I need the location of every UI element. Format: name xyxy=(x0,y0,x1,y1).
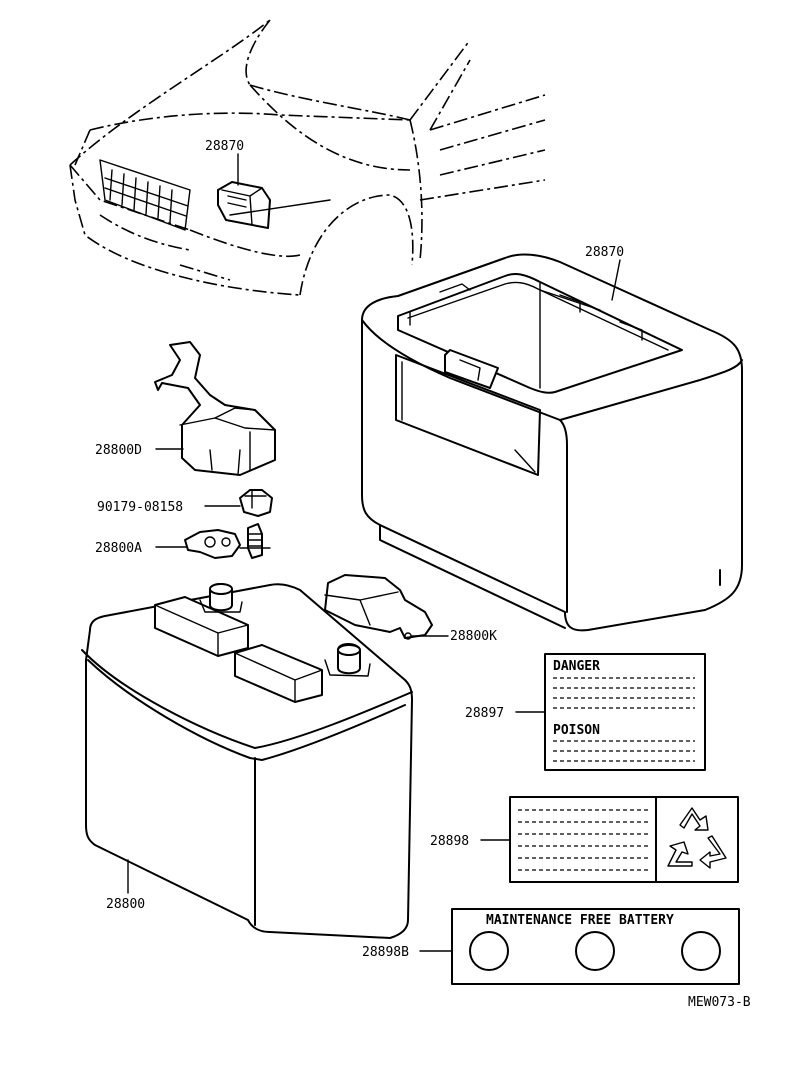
car-front-outline xyxy=(69,19,546,296)
battery-tray xyxy=(361,253,743,632)
label-recycle: 28898 xyxy=(430,834,469,849)
label-bolt: 90179-08158 xyxy=(97,500,183,515)
battery xyxy=(81,583,413,939)
label-mfb: 28898B xyxy=(362,945,409,960)
label-tray-car: 28870 xyxy=(205,139,244,154)
poison-text: POISON xyxy=(553,723,600,738)
recycle-icon xyxy=(667,807,727,869)
recycle-label xyxy=(509,796,739,883)
bolt-nut xyxy=(239,489,273,517)
label-cover-d: 28800D xyxy=(95,443,142,458)
label-cover-k: 28800K xyxy=(450,629,497,644)
terminal-clamp-a xyxy=(184,523,271,559)
terminal-cover-k xyxy=(324,574,433,640)
drawing-reference: MEW073-B xyxy=(688,995,751,1010)
danger-label xyxy=(544,653,706,771)
label-danger: 28897 xyxy=(465,706,504,721)
label-clamp-a: 28800A xyxy=(95,541,142,556)
label-tray: 28870 xyxy=(585,245,624,260)
terminal-cover-d xyxy=(154,341,276,476)
mfb-label xyxy=(451,908,740,985)
danger-text: DANGER xyxy=(553,659,600,674)
label-battery: 28800 xyxy=(106,897,145,912)
mfb-title: MAINTENANCE FREE BATTERY xyxy=(486,913,674,928)
